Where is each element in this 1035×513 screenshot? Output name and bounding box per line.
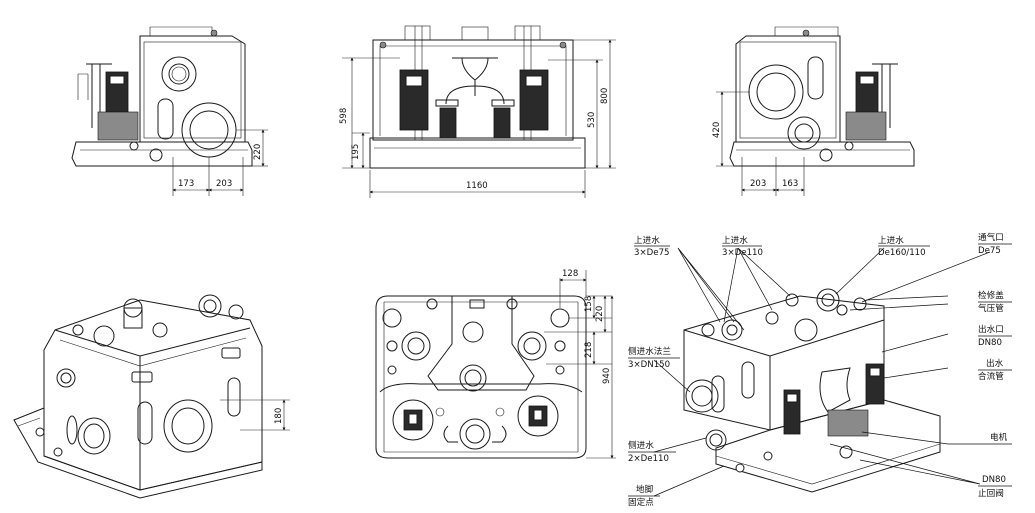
label-motor: 电机: [990, 431, 1008, 443]
front-dim-220: 220: [253, 144, 263, 160]
top-dim-128: 128: [562, 269, 578, 279]
label-inspection-a: 检修盖: [978, 289, 1004, 301]
label-outlet-merge-a: 出水: [986, 357, 1004, 369]
label-outlet-b: DN80: [978, 338, 1002, 348]
label-check-valve-b: 止回阀: [978, 487, 1004, 499]
front-dim-173: 173: [178, 179, 194, 189]
side-dim-800: 800: [600, 88, 610, 104]
iso-dim-180: 180: [274, 408, 284, 424]
top-dim-218: 218: [584, 342, 594, 358]
label-outlet-merge-b: 合流管: [978, 370, 1004, 382]
side-dim-530: 530: [587, 112, 597, 128]
label-side-inlet-a: 侧进水: [628, 439, 654, 451]
rear-dim-163: 163: [782, 179, 798, 189]
label-foot-a: 地脚: [636, 483, 653, 495]
label-inlet-top-de75-b: 3×De75: [634, 248, 670, 258]
label-inlet-top-de110-a: 上进水: [722, 234, 748, 246]
label-vent-b: De75: [978, 246, 1001, 256]
label-inlet-top-de160-a: 上进水: [878, 234, 904, 246]
label-side-inlet-b: 2×De110: [628, 454, 669, 464]
isometric-assembly: [628, 243, 1012, 497]
label-inlet-top-de160-b: De160/110: [878, 248, 926, 258]
side-dim-195: 195: [351, 144, 361, 160]
rear-view: 203 163 420: [712, 26, 915, 196]
front-view: 173 203 220: [71, 26, 268, 196]
callout-labels: 上进水 3×De75 上进水 3×De110 上进水 De160/110 通气口…: [628, 231, 1008, 508]
label-vent-a: 通气口: [978, 231, 1004, 243]
rear-dim-203: 203: [750, 179, 766, 189]
label-inspection-b: 气压管: [978, 302, 1004, 314]
label-inlet-top-de75-a: 上进水: [634, 234, 660, 246]
front-dim-203: 203: [216, 179, 232, 189]
rear-dim-420: 420: [712, 122, 722, 138]
side-dim-598: 598: [339, 108, 349, 124]
label-side-flange-a: 侧进水法兰: [628, 345, 671, 357]
top-view: 128 158 220 218 940: [375, 269, 616, 459]
top-dim-940: 940: [602, 368, 612, 384]
label-outlet-a: 出水口: [978, 323, 1004, 335]
label-side-flange-b: 3×DN150: [628, 360, 670, 370]
top-dim-220: 220: [595, 306, 605, 322]
isometric-tank: 180: [13, 294, 290, 499]
label-inlet-top-de110-b: 3×De110: [722, 248, 763, 258]
side-dim-1160: 1160: [466, 181, 488, 191]
side-view: 1160 598 195 800 530: [339, 25, 616, 198]
top-dim-158: 158: [584, 296, 594, 312]
label-foot-b: 固定点: [628, 496, 654, 508]
label-check-valve-a: DN80: [982, 475, 1006, 485]
